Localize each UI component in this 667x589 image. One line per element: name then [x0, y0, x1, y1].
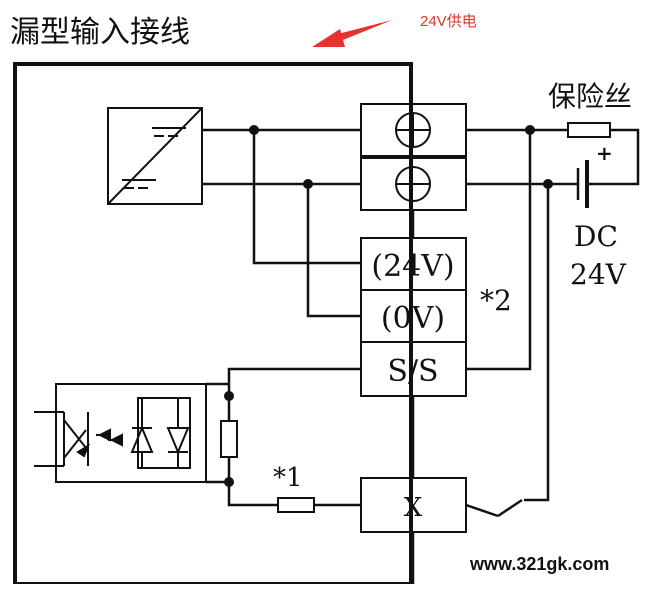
terminal-x-label: X	[404, 493, 423, 523]
fuse-label: 保险丝	[548, 80, 632, 113]
wiring	[202, 128, 640, 584]
annotation-arrow	[312, 20, 392, 47]
plus-terminal-icon	[395, 112, 431, 148]
dc-label-line1: DC	[574, 220, 618, 253]
dc-label-line2: 24V	[570, 258, 627, 291]
power-converter	[107, 107, 203, 205]
diagram-title: 漏型输入接线	[10, 15, 190, 50]
annotation-text: 24V供电	[420, 13, 477, 30]
terminal-0v-label: (0V)	[381, 301, 445, 336]
optocoupler-icon	[34, 383, 207, 483]
battery-icon	[576, 160, 589, 208]
junction-dots	[224, 125, 553, 487]
terminal-24v-label: (24V)	[371, 249, 454, 284]
bias-resistor-icon	[220, 420, 238, 458]
fuse-icon	[567, 122, 611, 138]
terminal-ss-label: S/S	[387, 354, 438, 389]
minus-terminal-icon	[395, 166, 431, 202]
watermark-text: www.321gk.com	[469, 554, 609, 574]
battery-plus-label: +	[596, 141, 613, 165]
note-2-label: *2	[480, 284, 512, 317]
input-resistor-icon	[277, 497, 315, 513]
note-1-label: *1	[273, 463, 303, 493]
